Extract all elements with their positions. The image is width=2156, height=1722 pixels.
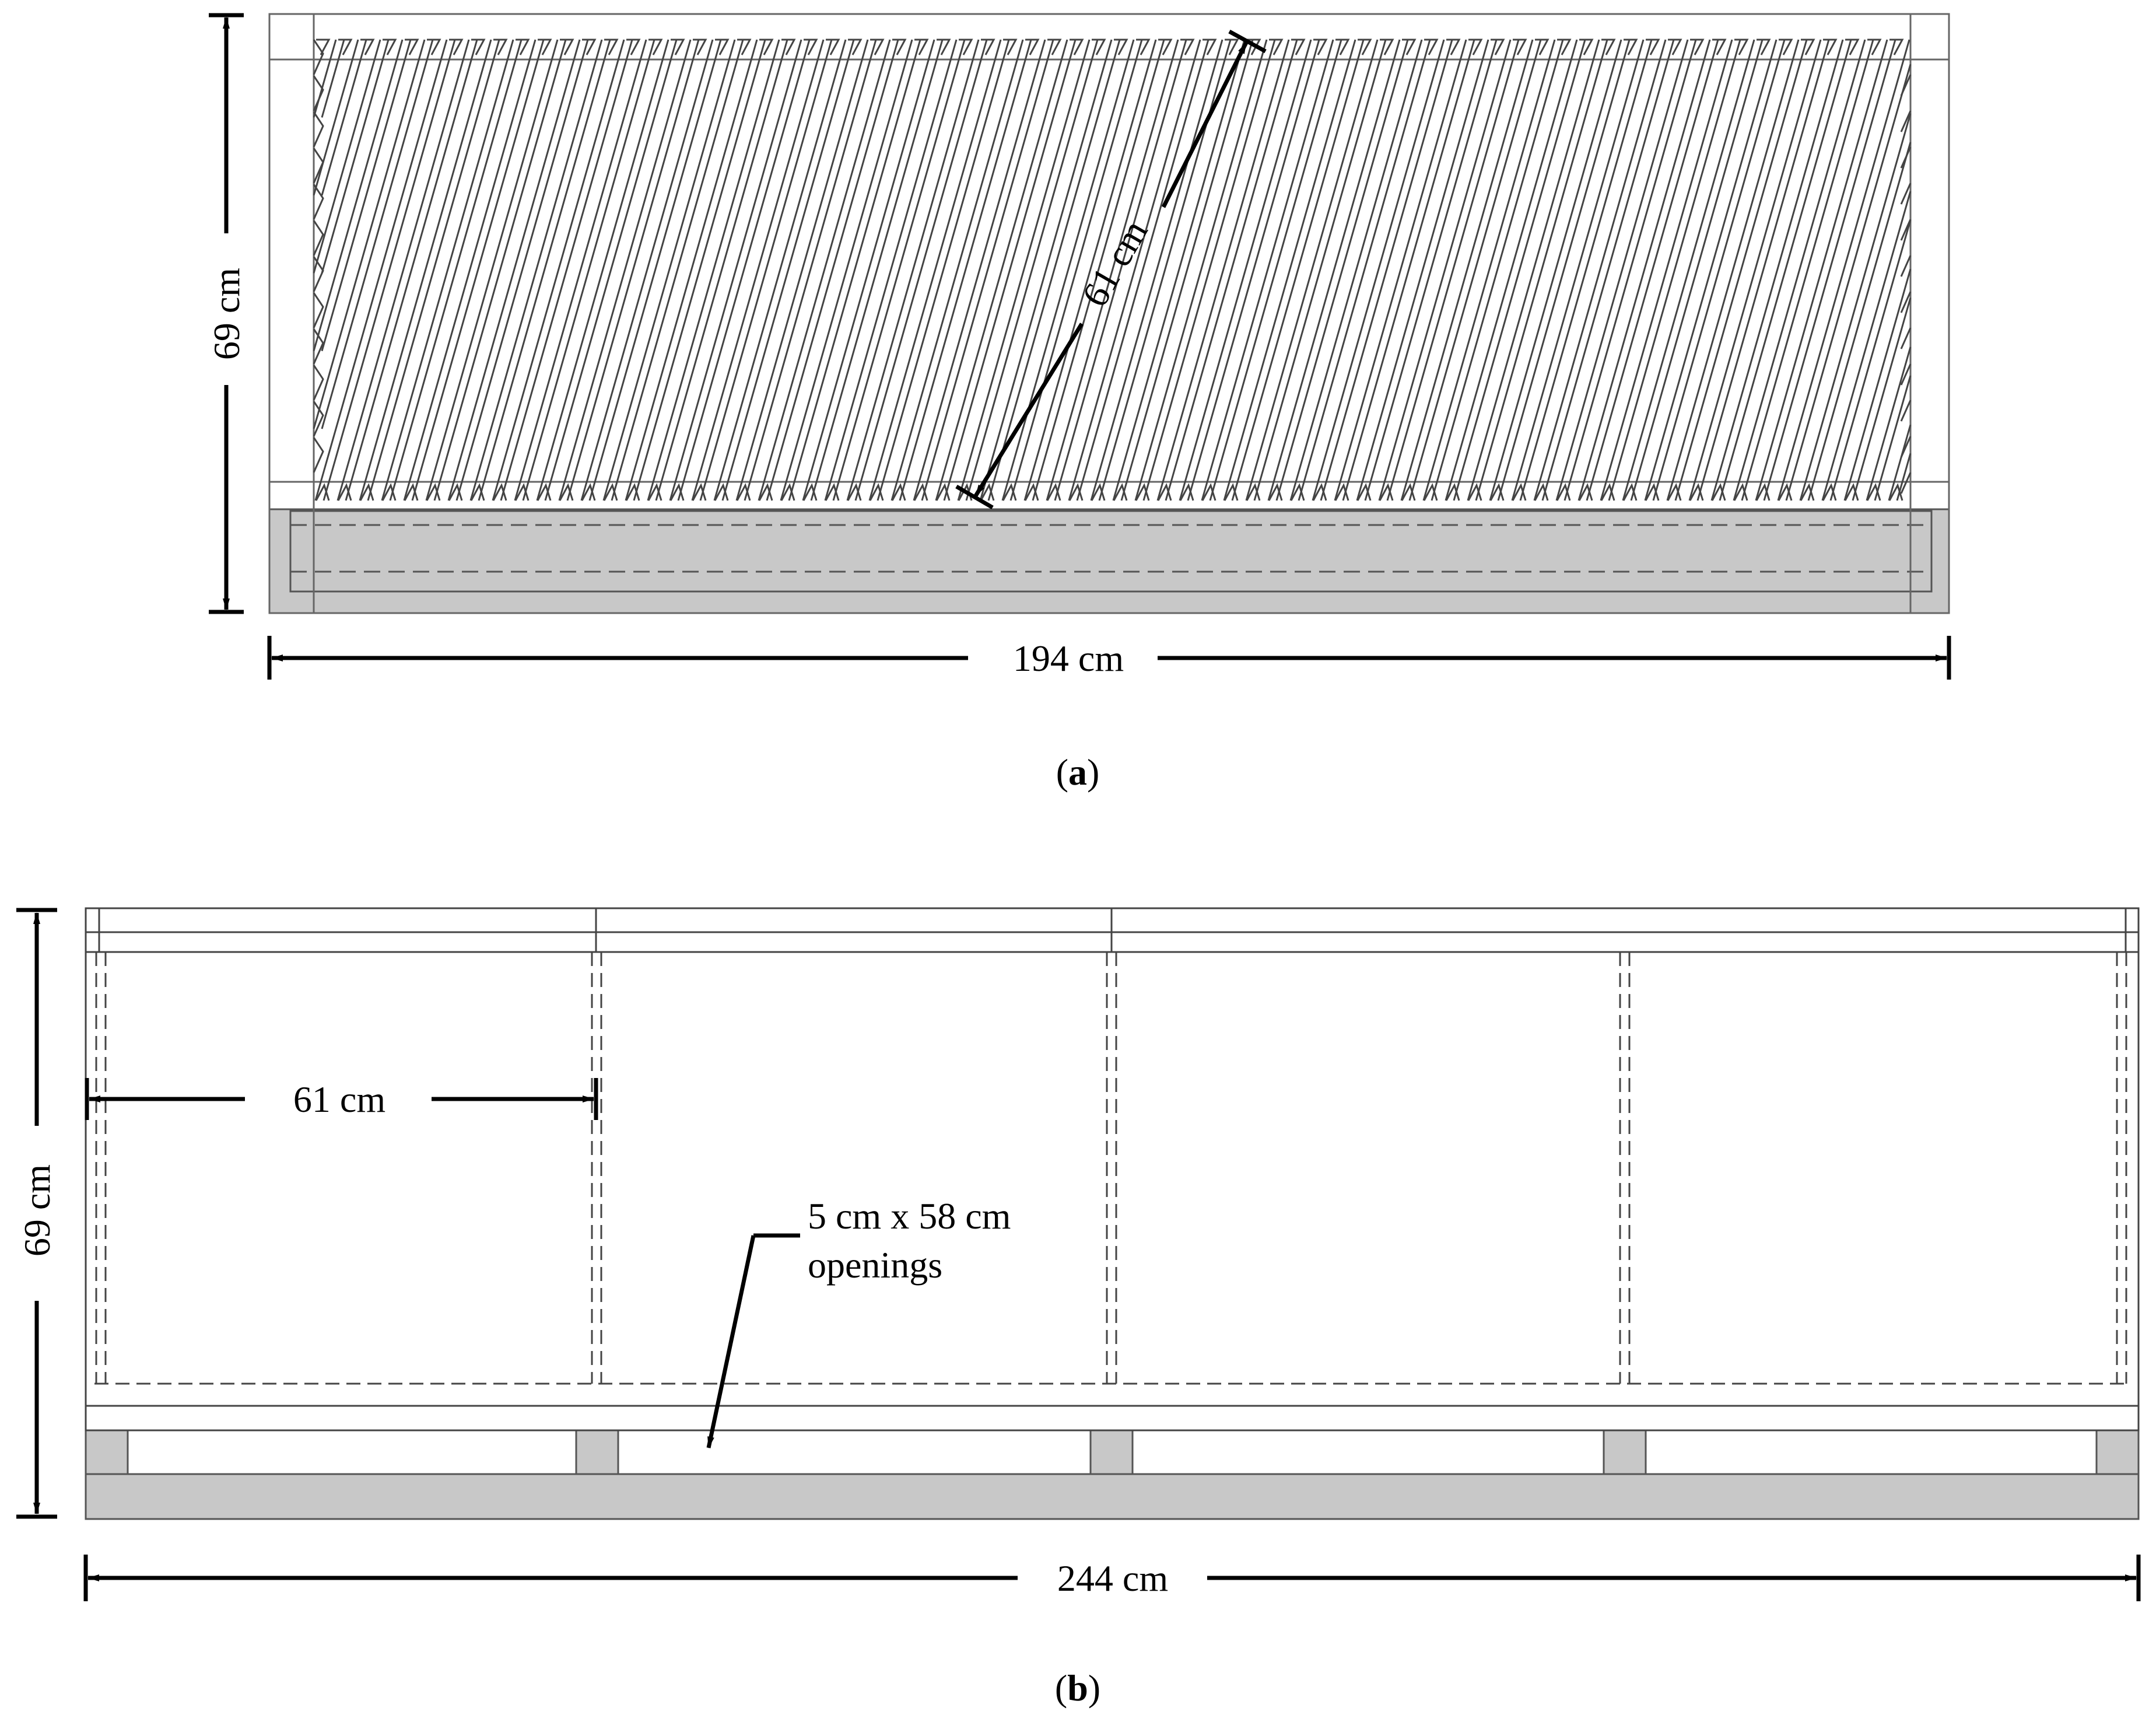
panel-b-blocks — [85, 1429, 2140, 1475]
panel-b-block-1 — [85, 1429, 129, 1475]
panel-a-width-label: 194 cm — [1013, 638, 1124, 679]
panel-b-height-label: 69 cm — [16, 1164, 58, 1256]
panel-b-block-2 — [575, 1429, 619, 1475]
panel-b-width-label: 244 cm — [1057, 1558, 1168, 1599]
panel-a-slat-lines — [313, 39, 1912, 501]
panel-a-bottom-teeth — [315, 483, 1903, 501]
panel-b-openings-arrow — [706, 1235, 756, 1448]
panel-b-dashed-frame — [94, 951, 2130, 1385]
panel-a-diag-tick-bottom — [955, 484, 994, 510]
panel-b-base-slab — [85, 1473, 2140, 1520]
panel-a-top-teeth — [316, 38, 1904, 55]
panel-a-diag-tick-top — [1228, 29, 1267, 54]
panel-a-base — [268, 508, 1950, 614]
panel-b-openings-label-1: 5 cm x 58 cm — [808, 1195, 1011, 1237]
panel-a-label: (a) — [1056, 751, 1100, 793]
panel-a-side-teeth — [313, 39, 1912, 494]
panel-a-height-label: 69 cm — [206, 268, 247, 360]
panel-b-spacing-label: 61 cm — [293, 1079, 385, 1120]
panel-a-diag-label: 61 cm — [1074, 213, 1156, 313]
panel-b: 69 cm 61 cm 5 cm x 58 cm openings 244 cm… — [16, 907, 2141, 1709]
panel-b-label: (b) — [1055, 1667, 1100, 1709]
panel-a-diag-arrow-down — [974, 323, 1084, 497]
panel-a-frame — [268, 13, 1950, 614]
panel-a-diag-arrow-up — [1161, 41, 1249, 208]
panel-b-block-4 — [1603, 1429, 1647, 1475]
panel-b-bottom-rail — [85, 1405, 2140, 1432]
panel-b-block-5 — [2095, 1429, 2140, 1475]
panel-a-louvers — [313, 38, 1912, 501]
panel-a-base-inner — [289, 510, 1933, 593]
panel-b-block-3 — [1089, 1429, 1134, 1475]
panel-b-openings-label-2: openings — [808, 1244, 942, 1286]
panel-a: 69 cm 194 cm 61 cm (a) — [206, 13, 1951, 793]
